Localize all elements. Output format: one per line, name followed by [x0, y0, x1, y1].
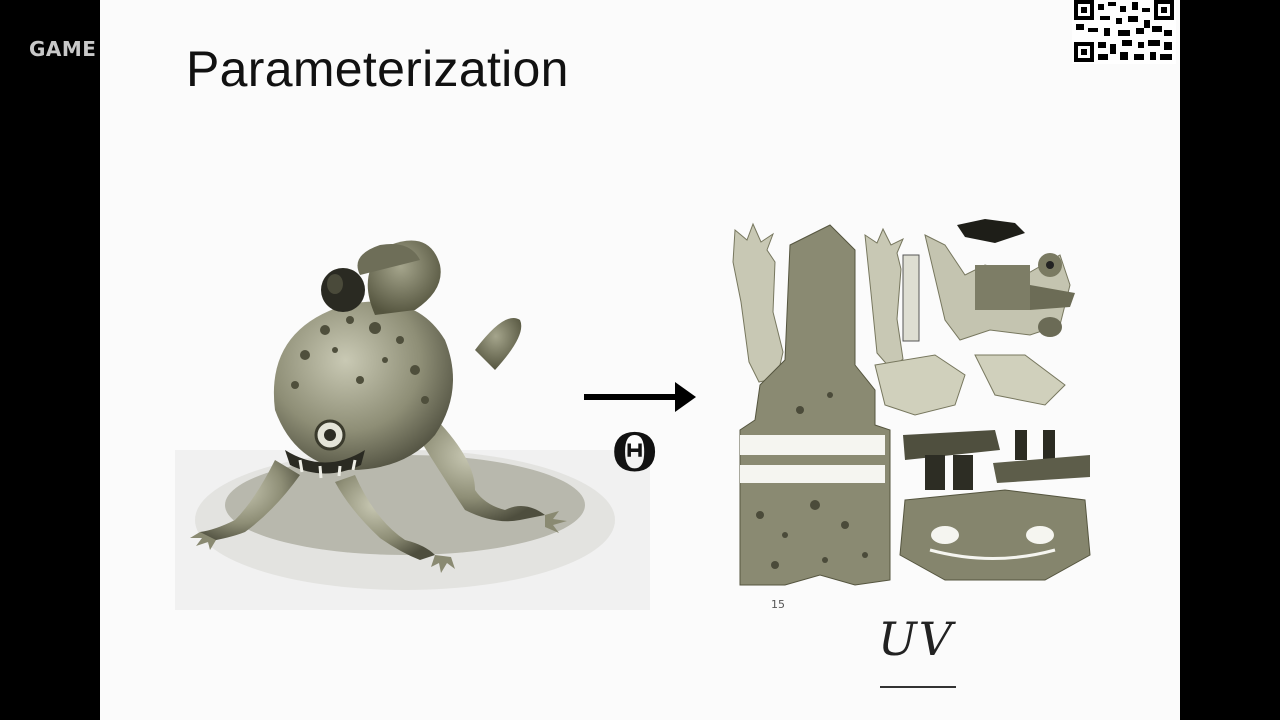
mapping-theta-symbol: Θ — [612, 423, 658, 484]
handwritten-uv-label: UV — [878, 612, 954, 666]
brand-watermark: GAME — [29, 37, 97, 61]
handwritten-small-note: 15 — [771, 598, 785, 611]
creature-3d-model-illustration — [175, 240, 650, 610]
arrow-right-icon — [584, 382, 696, 412]
right-letterbox — [1180, 0, 1280, 720]
presentation-slide: Parameterization — [100, 0, 1180, 720]
qr-code-icon — [1072, 0, 1176, 64]
left-letterbox — [0, 0, 100, 720]
slide-title: Parameterization — [186, 41, 569, 97]
handwritten-underline — [880, 686, 956, 688]
uv-texture-atlas-illustration — [732, 219, 1091, 586]
